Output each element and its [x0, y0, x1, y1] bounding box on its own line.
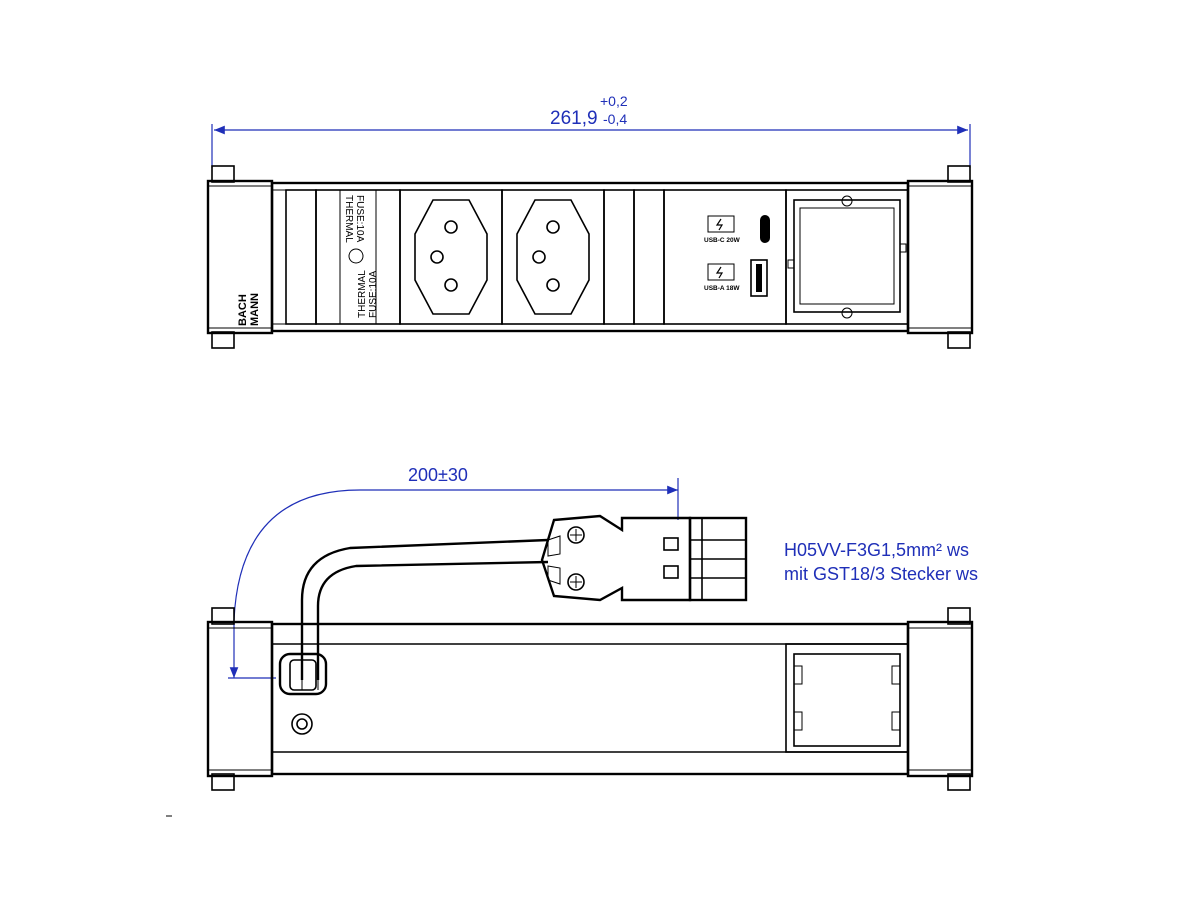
gst18-connector	[540, 514, 748, 602]
bachmann-logo: BACH MANN	[237, 293, 261, 326]
side-left-end-cap	[206, 607, 274, 791]
overall-length-dimension: 261,9 +0,2 -0,4	[211, 93, 971, 168]
svg-text:MANN: MANN	[249, 293, 261, 326]
data-module	[785, 189, 909, 325]
cable-outline-2	[316, 560, 549, 680]
fuse-button-icon	[348, 248, 364, 264]
right-end-cap	[906, 165, 974, 349]
cable-length-dimension: 200±30	[228, 465, 679, 679]
usb-a-port	[750, 259, 768, 297]
tolerance-minus: -0,4	[603, 111, 627, 127]
usb-c-port	[760, 215, 770, 243]
svg-text:THERMAL: THERMAL	[343, 195, 354, 243]
charging-icon-2	[707, 263, 735, 281]
cable-spec-line1: H05VV-F3G1,5mm² ws	[784, 540, 969, 560]
blank-module-1	[285, 189, 317, 325]
blank-module-3	[633, 189, 665, 325]
svg-text:FUSE:10A: FUSE:10A	[368, 270, 379, 318]
side-data-module	[785, 643, 909, 753]
socket-1	[399, 189, 503, 325]
mounting-screw	[291, 713, 313, 735]
usb-c-label: USB-C 20W	[704, 237, 741, 244]
cable-gland	[278, 652, 328, 696]
socket-2	[501, 189, 605, 325]
cable-length-value: 200±30	[408, 465, 468, 485]
fuse-label-bottom: THERMAL FUSE:10A	[357, 270, 379, 318]
side-view: 200±30 H05VV-F3G1,5mm² ws mit GST18/3 St…	[206, 465, 978, 791]
usb-a-label: USB-A 18W	[704, 285, 740, 292]
side-right-end-cap	[906, 607, 974, 791]
charging-icon	[707, 215, 735, 233]
svg-text:FUSE:10A: FUSE:10A	[354, 195, 365, 243]
fuse-label-top: THERMAL FUSE:10A	[343, 195, 365, 243]
length-value: 261,9	[550, 108, 598, 129]
tolerance-plus: +0,2	[600, 93, 628, 109]
blank-module-2	[603, 189, 635, 325]
cable-spec-line2: mit GST18/3 Stecker ws	[784, 564, 978, 584]
top-view: 261,9 +0,2 -0,4 BACH MANN	[206, 93, 974, 349]
svg-text:BACH: BACH	[237, 294, 249, 326]
usb-module: USB-C 20W USB-A 18W	[663, 189, 787, 325]
cable-outline-1	[300, 538, 549, 680]
svg-text:THERMAL: THERMAL	[357, 270, 368, 318]
